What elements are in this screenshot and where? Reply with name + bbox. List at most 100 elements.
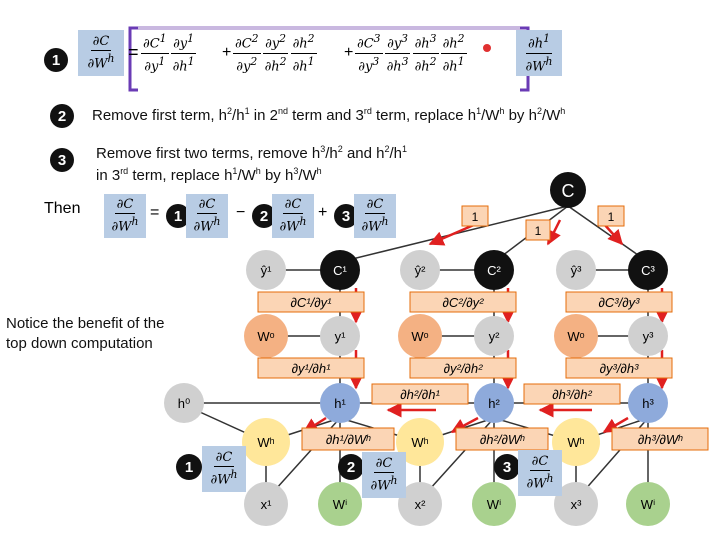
dhdh-tag-2-label: ∂h³/∂h²	[552, 387, 592, 402]
bottom-dcdw-1: ∂C∂Wh	[202, 446, 246, 492]
node-h0-label: h⁰	[178, 396, 190, 411]
node-wo-2	[398, 314, 442, 358]
then-minus: −	[236, 204, 246, 221]
dhdh-tag-2	[523, 383, 621, 405]
then-equals: =	[150, 204, 160, 221]
bracket-left	[128, 26, 138, 92]
plus-2: +	[344, 44, 354, 61]
dcdy-tag-3	[565, 291, 673, 313]
node-h1-label: h¹	[334, 396, 346, 411]
node-h0	[164, 383, 204, 423]
node-x3	[554, 482, 598, 526]
node-x2	[398, 482, 442, 526]
dcdy-tag-1-label: ∂C¹/∂y¹	[290, 295, 332, 310]
node-y1-label: y¹	[335, 329, 347, 344]
dhdh-tag-1-label: ∂h²/∂h¹	[400, 387, 440, 402]
weight-tag-1-label: 1	[472, 210, 479, 224]
node-c-label: C	[562, 181, 575, 201]
node-c2-label: C²	[487, 263, 501, 278]
lhs-fraction: ∂C∂Wh	[78, 30, 124, 76]
node-yhat-3-label: ŷ³	[571, 263, 583, 278]
dhdw-tag-1-label: ∂h¹/∂Wʰ	[326, 432, 371, 447]
node-wh-1-label: Wʰ	[257, 435, 274, 450]
last-factor: ∂h1∂Wh	[516, 30, 562, 76]
weight-tag-2	[525, 219, 551, 241]
dydh-tag-3-label: ∂y³/∂h³	[600, 361, 640, 376]
node-wi-2-label: Wⁱ	[487, 497, 502, 512]
node-yhat-1-label: ŷ¹	[261, 263, 273, 278]
weight-tag-1	[461, 205, 489, 227]
node-y2	[474, 316, 514, 356]
node-wi-1	[318, 482, 362, 526]
node-wh-2-label: Wʰ	[411, 435, 428, 450]
bracket-top	[138, 26, 520, 30]
node-yhat-2-label: ŷ²	[415, 263, 427, 278]
dcdy-tag-3-label: ∂C³/∂y³	[598, 295, 640, 310]
then-lhs: ∂C∂Wh	[104, 194, 146, 238]
term-1: ∂C1∂y1 ∂y1∂h1	[141, 32, 197, 74]
dcdy-tag-1	[257, 291, 365, 313]
step-3-line2: in 3rd term, replace h1/Wh by h3/Wh	[96, 166, 322, 184]
note-line1: Notice the benefit of the	[6, 315, 165, 332]
node-c2	[474, 250, 514, 290]
node-wo-3	[554, 314, 598, 358]
step-2-text: Remove first term, h2/h1 in 2nd term and…	[92, 106, 566, 124]
step-1-badge: 1	[44, 48, 68, 72]
then-term-3: ∂C∂Wh	[354, 194, 396, 238]
then-plus: +	[318, 204, 328, 221]
cursor-dot	[483, 44, 491, 52]
dydh-tag-2	[409, 357, 517, 379]
dydh-tag-1	[257, 357, 365, 379]
node-wh-3-label: Wʰ	[567, 435, 584, 450]
node-h2	[474, 383, 514, 423]
node-c3	[628, 250, 668, 290]
dhdw-tag-1	[301, 427, 395, 451]
node-h3-label: h³	[642, 396, 654, 411]
weight-tag-2-label: 1	[535, 224, 542, 238]
node-h3	[628, 383, 668, 423]
then-label: Then	[44, 200, 81, 217]
node-wo-2-label: Wᵒ	[411, 329, 428, 344]
node-wi-3	[626, 482, 670, 526]
node-y3-label: y³	[643, 329, 655, 344]
bottom-badge-2: 2	[338, 454, 364, 480]
equals-sign: =	[128, 42, 139, 62]
node-h2-label: h²	[488, 396, 500, 411]
bottom-dcdw-2: ∂C∂Wh	[362, 452, 406, 498]
dhdw-tag-2-label: ∂h²/∂Wʰ	[480, 432, 525, 447]
then-term-2: ∂C∂Wh	[272, 194, 314, 238]
node-yhat-2	[400, 250, 440, 290]
node-yhat-1	[246, 250, 286, 290]
bottom-badge-3: 3	[494, 454, 520, 480]
dcdy-tag-2	[409, 291, 517, 313]
step-3-badge: 3	[50, 148, 74, 172]
node-c3-label: C³	[641, 263, 655, 278]
node-h1	[320, 383, 360, 423]
node-wh-3	[552, 418, 600, 466]
dcdy-tag-2-label: ∂C²/∂y²	[442, 295, 484, 310]
dhdw-tag-2	[455, 427, 549, 451]
bottom-dcdw-3: ∂C∂Wh	[518, 450, 562, 496]
node-wi-2	[472, 482, 516, 526]
dhdh-tag-1	[371, 383, 469, 405]
node-x1-label: x¹	[261, 497, 273, 512]
node-c	[550, 172, 586, 208]
step-2-badge: 2	[50, 104, 74, 128]
node-c1	[320, 250, 360, 290]
bottom-badge-1: 1	[176, 454, 202, 480]
term-3: ∂C3∂y3 ∂y3∂h3 ∂h3∂h2 ∂h2∂h1	[355, 32, 467, 74]
node-wi-3-label: Wⁱ	[641, 497, 656, 512]
node-x2-label: x²	[415, 497, 427, 512]
node-wo-1	[244, 314, 288, 358]
node-c1-label: C¹	[333, 263, 347, 278]
node-wh-2	[396, 418, 444, 466]
weight-tag-3	[597, 205, 625, 227]
plus-1: +	[222, 44, 232, 61]
dhdw-tag-3-label: ∂h³/∂Wʰ	[638, 432, 683, 447]
dhdw-tag-3	[611, 427, 709, 451]
dydh-tag-2-label: ∂y²/∂h²	[444, 361, 484, 376]
dydh-tag-3	[565, 357, 673, 379]
node-wo-1-label: Wᵒ	[257, 329, 274, 344]
node-x1	[244, 482, 288, 526]
